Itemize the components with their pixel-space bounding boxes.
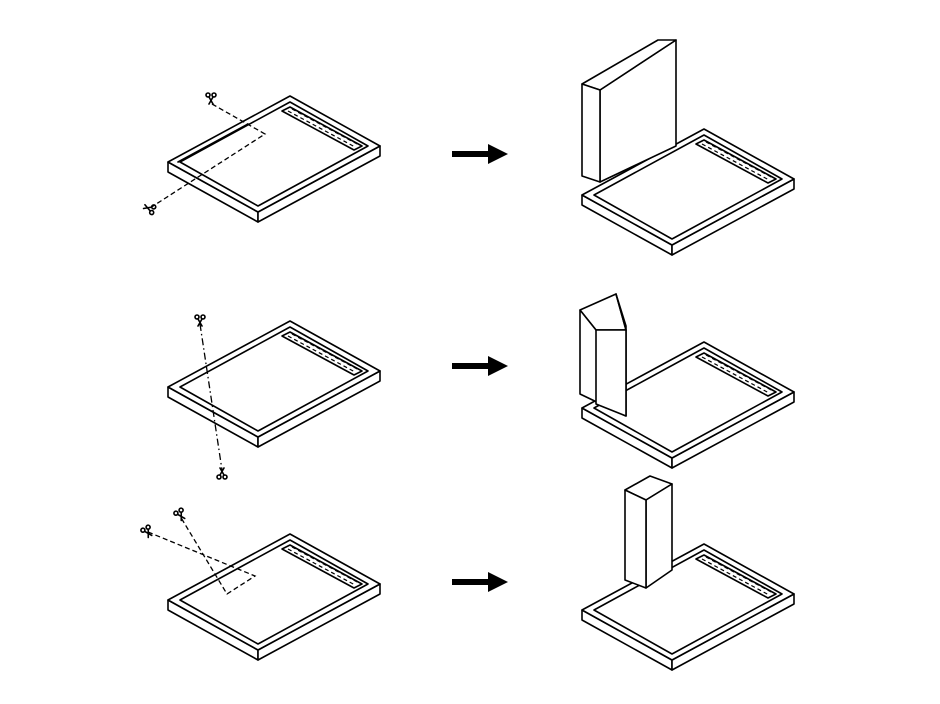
row-1 [141, 39, 795, 256]
tray-after-cut-row-3 [581, 543, 795, 671]
cut-line-row-2 [199, 323, 223, 471]
column [624, 475, 673, 589]
tray-before-cut-row-3 [167, 533, 381, 661]
scissors-icon [139, 523, 156, 540]
arrow-right-icon [452, 144, 508, 164]
scissors-icon [141, 201, 158, 216]
cut-line-row-3 [147, 515, 257, 595]
scissors-icon [172, 506, 189, 523]
arrow-right-icon [452, 356, 508, 376]
angled-panel [579, 293, 627, 417]
wide-panel [581, 39, 677, 183]
tray-before-cut-row-1 [167, 95, 381, 223]
row-2 [167, 293, 795, 480]
cut-line-row-1 [149, 103, 267, 209]
tray-before-cut-row-2 [167, 320, 381, 448]
scissors-icon [205, 92, 217, 105]
row-3 [139, 475, 795, 671]
arrow-right-icon [452, 572, 508, 592]
